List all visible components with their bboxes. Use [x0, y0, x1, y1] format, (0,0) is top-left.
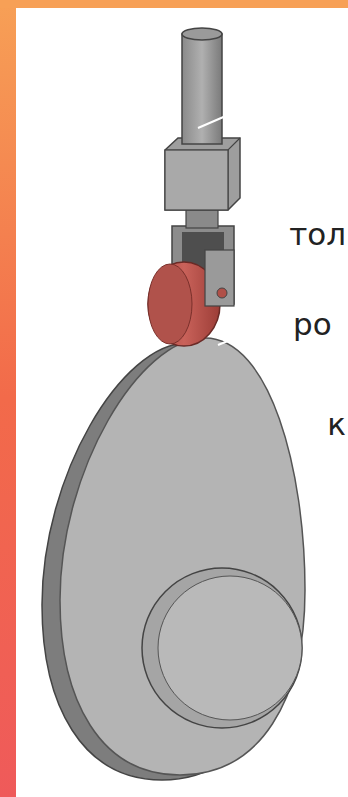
part-label: ро [293, 309, 332, 340]
edge-strip [0, 0, 348, 8]
edge-strip [0, 0, 16, 797]
roller-fork [148, 226, 234, 346]
cam [42, 338, 305, 780]
part-label: к [327, 409, 346, 440]
leader-line [218, 330, 255, 345]
leader-line [198, 115, 228, 128]
guide-block [165, 138, 240, 210]
part-label: тол [289, 219, 346, 250]
neck [186, 208, 218, 228]
